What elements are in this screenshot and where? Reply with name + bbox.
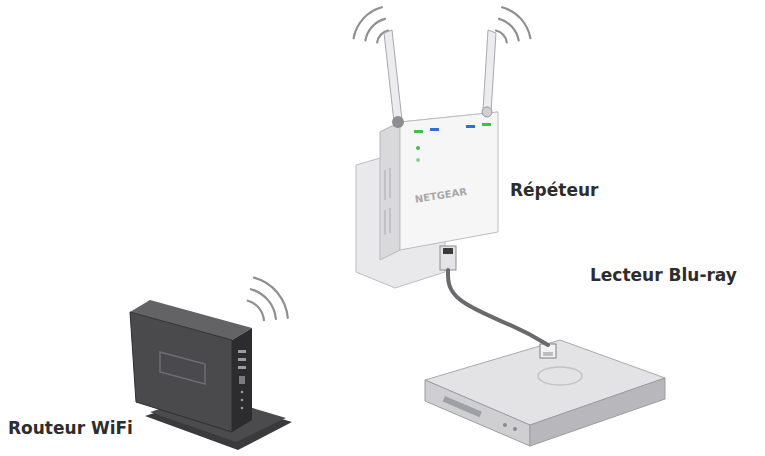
router-button	[239, 376, 245, 384]
ethernet-plug	[540, 344, 556, 358]
vent	[384, 170, 385, 200]
status-led	[466, 125, 475, 128]
repeater-side	[380, 122, 400, 260]
bluray-player: Lecteur Blu-ray	[470, 345, 665, 435]
ethernet-port-plug	[443, 248, 453, 254]
repeater-illustration	[354, 7, 531, 288]
device-label: Répéteur	[510, 180, 598, 200]
wifi-router: Routeur WiFi	[128, 298, 253, 418]
status-led	[416, 146, 420, 150]
antenna-hinge	[392, 116, 404, 128]
player-button	[513, 427, 517, 431]
router-led	[241, 399, 244, 402]
vent	[389, 208, 390, 233]
router-front	[130, 312, 232, 432]
antenna	[384, 30, 402, 122]
repeater-front	[400, 112, 498, 250]
bluray-illustration	[425, 340, 665, 446]
router-side	[232, 328, 252, 432]
status-led	[430, 128, 439, 131]
vent	[384, 210, 385, 235]
player-front	[425, 380, 530, 446]
wifi-wave	[502, 7, 530, 38]
display-window	[443, 396, 482, 417]
ethernet-port-plug	[440, 246, 456, 270]
wifi-waves	[248, 278, 288, 321]
repeater-vents	[385, 168, 390, 235]
wifi-wave	[496, 31, 507, 43]
wifi-wave	[248, 301, 264, 320]
device-label: Lecteur Blu-ray	[590, 265, 737, 285]
device-label: Routeur WiFi	[8, 418, 133, 438]
router-led	[241, 391, 244, 394]
ethernet-cable	[448, 270, 548, 345]
antenna-hinge	[482, 107, 492, 117]
status-led	[482, 123, 491, 126]
player-side	[530, 378, 665, 446]
wifi-wave	[365, 19, 385, 40]
repeater-device: Répéteur	[365, 100, 505, 270]
status-led	[416, 158, 420, 162]
wifi-waves	[354, 7, 531, 42]
wifi-wave	[251, 289, 276, 319]
wifi-router-illustration	[130, 278, 292, 450]
wifi-wave	[499, 19, 519, 40]
router-led	[241, 407, 244, 410]
brand-label: NETGEAR	[414, 186, 468, 206]
vent	[389, 168, 390, 198]
antenna	[483, 30, 496, 112]
bluray-logo	[538, 367, 582, 385]
router-logo-plate	[160, 352, 205, 384]
status-led	[414, 130, 423, 133]
wifi-wave	[254, 278, 288, 318]
ethernet-plug	[543, 352, 553, 356]
wifi-wave	[354, 7, 382, 38]
player-button	[503, 423, 507, 427]
router-led	[238, 350, 246, 353]
router-led	[238, 358, 246, 361]
router-led	[238, 366, 246, 369]
